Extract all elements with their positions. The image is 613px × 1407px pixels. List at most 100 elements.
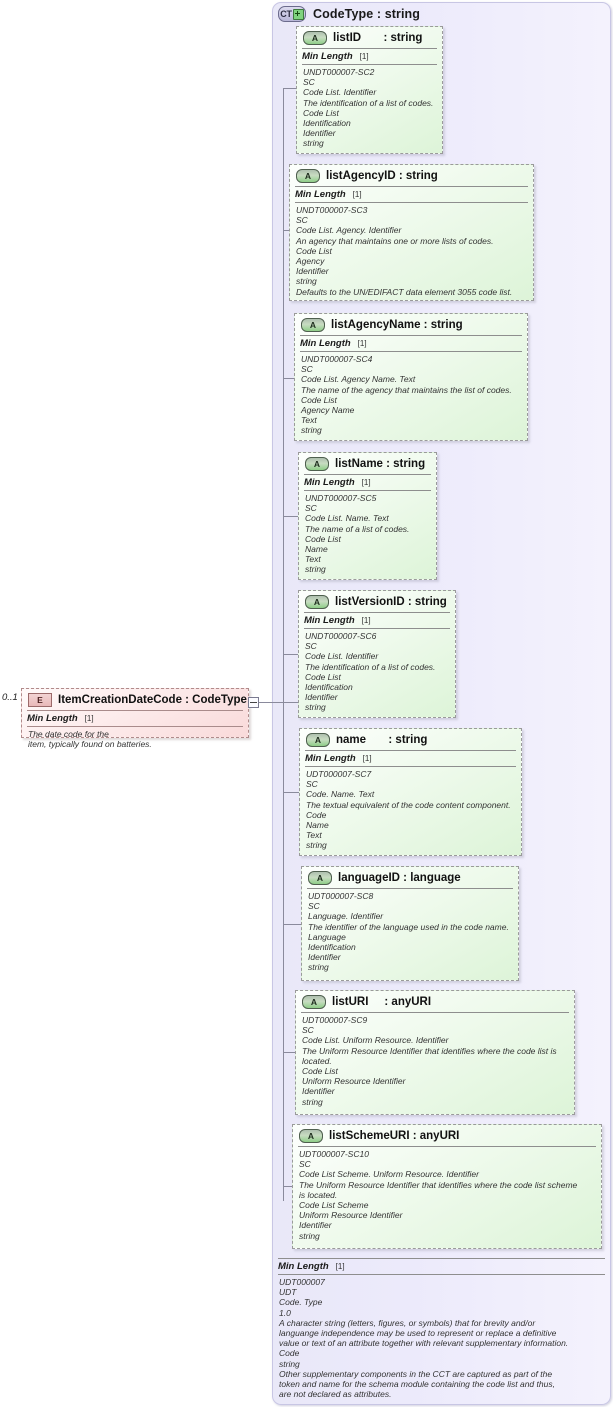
doc-line: UDT [279,1287,297,1298]
doc-line: Code. Name. Text [306,789,375,800]
doc-line: Code. Type [279,1297,323,1308]
attribute-box-listid[interactable]: A listID : string Min Length [1] UNDT000… [296,26,443,154]
attribute-icon: A [308,870,332,885]
doc-line: Code List. Identifier [305,651,379,662]
doc-line: Code [279,1348,300,1359]
complextype-header: CT CodeType : string [278,4,420,24]
attribute-header: A listName : string [299,453,436,474]
attribute-documentation: UNDT000007-SC3 SC Code List. Agency. Ide… [290,203,533,300]
attribute-facet-cardinality: [1] [352,190,362,199]
doc-line: UNDT000007-SC5 [305,493,377,503]
attribute-header: A listVersionID : string [299,591,455,612]
expand-plus-icon[interactable] [292,8,304,20]
attribute-box-languageid[interactable]: A languageID : language UDT000007-SC8 SC… [301,866,519,981]
attribute-box-listname[interactable]: A listName : string Min Length [1] UNDT0… [298,452,437,580]
doc-line: Identifier [305,692,338,703]
doc-line: UNDT000007-SC2 [303,67,375,77]
doc-line: string [305,564,326,575]
doc-line: string [303,138,324,149]
attribute-box-listagencyid[interactable]: A listAgencyID : string Min Length [1] U… [289,164,534,301]
doc-line: string [301,425,322,436]
doc-line: SC [303,77,315,88]
doc-line: UNDT000007-SC4 [301,354,373,364]
doc-line: The Uniform Resource Identifier that ide… [302,1045,557,1066]
attribute-name: listURI : anyURI [332,995,432,1008]
attribute-icon: A [301,317,325,332]
attribute-facet-cardinality: [1] [361,616,371,625]
attribute-facet-cardinality: [1] [357,339,367,348]
doc-line: string [296,276,317,287]
doc-line: SC [305,641,317,652]
attribute-icon-label: A [313,458,321,469]
doc-line: SC [302,1025,314,1036]
element-box-itemcreationdatecode[interactable]: E ItemCreationDateCode : CodeType Min Le… [21,688,249,749]
doc-line: Code List. Uniform Resource. Identifier [302,1035,449,1046]
doc-line: 1.0 [279,1307,291,1318]
doc-line: Identifier [303,128,336,139]
doc-line: UDT000007-SC9 [302,1015,368,1025]
connector-vertical-main [283,88,284,1201]
doc-line: Identifier [302,1086,335,1097]
attribute-icon: A [305,594,329,609]
attribute-name: name : string [336,733,428,746]
connector-element-to-type [258,702,300,703]
doc-line: UDT000007-SC10 [299,1149,369,1159]
doc-line: Text [306,830,322,841]
attribute-documentation: UDT000007-SC9 SC Code List. Uniform Reso… [296,1013,574,1110]
attribute-name: listAgencyName : string [331,318,463,331]
attribute-box-name[interactable]: A name : string Min Length [1] UDT000007… [299,728,522,856]
doc-line: Language [308,931,346,942]
doc-line: Code List Scheme. Uniform Resource. Iden… [299,1169,479,1180]
attribute-icon: A [303,30,327,45]
doc-line: Identification [303,118,351,129]
doc-line: SC [308,901,320,912]
attribute-box-listagencyname[interactable]: A listAgencyName : string Min Length [1]… [294,313,528,441]
attribute-box-listuri[interactable]: A listURI : anyURI UDT000007-SC9 SC Code… [295,990,575,1115]
connector-stub-attr-8 [283,1052,296,1053]
doc-line: Code List. Agency. Identifier [296,225,402,236]
doc-line: UDT000007-SC8 [308,891,374,901]
doc-line: Agency [296,256,325,267]
connector-stub-attr-2 [283,230,290,231]
doc-line: Uniform Resource Identifier [299,1210,403,1221]
attribute-name: languageID : language [338,871,461,884]
attribute-facet-label: Min Length [304,477,355,488]
attribute-name: listSchemeURI : anyURI [329,1129,460,1142]
element-icon-label: E [37,694,43,705]
doc-line: Identification [308,942,356,953]
attribute-documentation: UDT000007-SC10 SC Code List Scheme. Unif… [293,1147,601,1244]
attribute-facet-label: Min Length [300,338,351,349]
element-facet-label: Min Length [27,713,78,724]
doc-line: Code List [296,245,332,256]
attribute-icon: A [305,456,329,471]
complextype-icon[interactable]: CT [278,6,306,22]
element-expander-toggle[interactable] [248,697,259,708]
attribute-facet-row: Min Length [1] [300,335,522,352]
attribute-facet-row: Min Length [1] [295,186,528,203]
attribute-facet-cardinality: [1] [359,52,369,61]
attribute-divider [301,1012,569,1013]
connector-stub-attr-7 [283,924,302,925]
complextype-facet-row: Min Length [1] [278,1258,605,1275]
doc-line: SC [305,503,317,514]
element-title: ItemCreationDateCode : CodeType [58,693,247,706]
element-icon: E [28,692,52,707]
doc-line: The identification of a list of codes. [303,97,434,108]
attribute-icon-label: A [309,319,317,330]
doc-line: Code List. Identifier [303,87,377,98]
doc-line: Code List. Agency Name. Text [301,374,416,385]
attribute-documentation: UNDT000007-SC4 SC Code List. Agency Name… [295,352,527,439]
doc-line: UDT000007 [279,1277,325,1287]
doc-line: The identification of a list of codes. [305,661,436,672]
attribute-header: A listAgencyID : string [290,165,533,186]
attribute-header: A listAgencyName : string [295,314,527,335]
doc-line: The name of a list of codes. [305,523,410,534]
element-facet-row: Min Length [1] [27,710,243,727]
attribute-box-listschemeuri[interactable]: A listSchemeURI : anyURI UDT000007-SC10 … [292,1124,602,1249]
complextype-title: CodeType : string [313,7,421,21]
attribute-icon-label: A [310,996,318,1007]
doc-line: Text [301,415,317,426]
attribute-name: listName : string [335,457,426,470]
attribute-box-listversionid[interactable]: A listVersionID : string Min Length [1] … [298,590,456,718]
